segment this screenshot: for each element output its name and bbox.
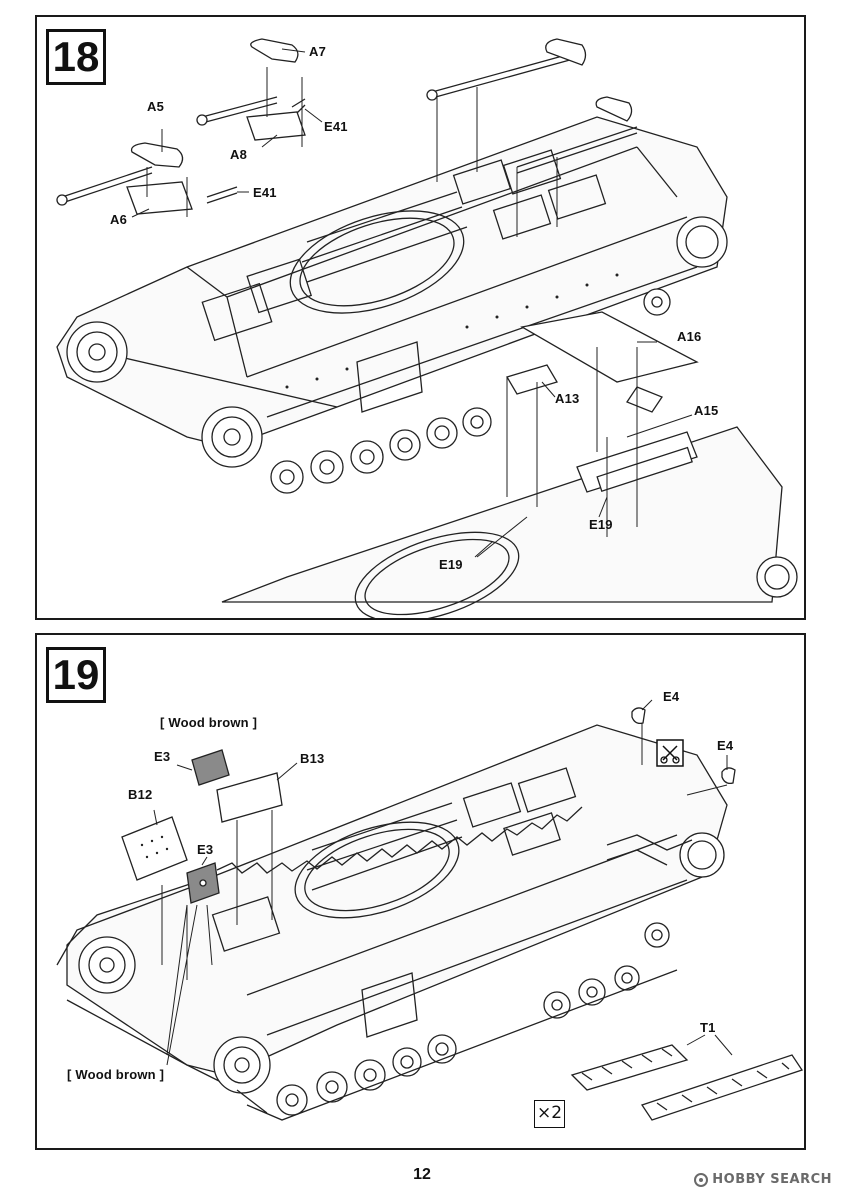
step-19-panel: 19	[35, 633, 806, 1150]
step-number: 19	[46, 647, 106, 703]
label-a8: A8	[230, 147, 248, 162]
label-a13: A13	[555, 391, 580, 406]
label-e4-right: E4	[717, 738, 734, 753]
step-18-illustration	[56, 38, 798, 618]
label-a16: A16	[677, 329, 702, 344]
label-e3-top: E3	[154, 749, 171, 764]
label-e41-top: E41	[324, 119, 348, 134]
label-a5: A5	[147, 99, 165, 114]
label-a7: A7	[309, 44, 327, 59]
watermark-text: HOBBY SEARCH	[712, 1172, 832, 1187]
label-b12: B12	[128, 787, 153, 802]
step-number: 18	[46, 29, 106, 85]
label-b13: B13	[300, 751, 325, 766]
watermark: HOBBY SEARCH	[694, 1172, 832, 1187]
label-a6: A6	[110, 212, 128, 227]
label-wood-brown-bottom: [ Wood brown ]	[67, 1067, 165, 1082]
label-a15: A15	[694, 403, 719, 418]
cut-part-icon	[656, 739, 684, 767]
label-e19-right: E19	[589, 517, 613, 532]
label-e41-left: E41	[253, 185, 277, 200]
hobby-search-logo-icon	[694, 1172, 709, 1187]
label-e4-top: E4	[663, 689, 680, 704]
step-19-illustration	[56, 699, 804, 1121]
label-e19-left: E19	[439, 557, 463, 572]
page-number: 12	[413, 1166, 431, 1183]
quantity-multiplier: ×2	[534, 1100, 565, 1128]
step-18-panel: 18	[35, 15, 806, 620]
label-e3-mid: E3	[197, 842, 214, 857]
label-wood-brown-top: [ Wood brown ]	[160, 715, 258, 730]
label-t1: T1	[700, 1020, 716, 1035]
